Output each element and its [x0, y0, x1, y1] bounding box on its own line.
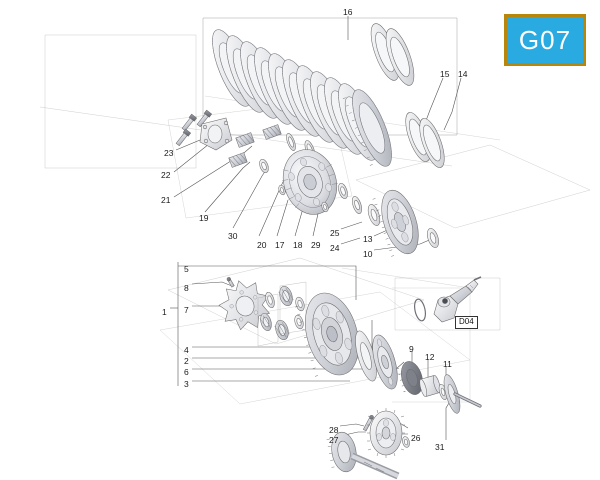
basket-flange	[372, 334, 398, 390]
callout-number-21[interactable]: 21	[161, 195, 171, 205]
callout-number-25[interactable]: 25	[330, 228, 340, 238]
callout-number-4[interactable]: 4	[184, 345, 189, 355]
callout-number-30[interactable]: 30	[228, 231, 238, 241]
callout-number-14[interactable]: 14	[458, 69, 468, 79]
callout-number-26[interactable]: 26	[411, 433, 421, 443]
callout-number-13[interactable]: 13	[363, 234, 373, 244]
callout-number-20[interactable]: 20	[257, 240, 267, 250]
reference-box-d04[interactable]: D04	[455, 316, 478, 329]
callout-number-12[interactable]: 12	[425, 352, 435, 362]
page-code-badge: G07	[504, 14, 586, 66]
callout-number-2[interactable]: 2	[184, 356, 189, 366]
clutch-plate-stack-group	[212, 29, 392, 167]
primary-drive-gear	[372, 189, 419, 257]
callout-number-23[interactable]: 23	[164, 148, 174, 158]
flange-plate	[199, 117, 233, 151]
spider-plate	[218, 280, 270, 331]
output-shaft-group	[396, 361, 482, 414]
callout-number-29[interactable]: 29	[311, 240, 321, 250]
callout-number-31[interactable]: 31	[435, 442, 445, 452]
callout-number-28[interactable]: 28	[329, 425, 339, 435]
clutch-basket	[295, 292, 359, 377]
callout-number-9[interactable]: 9	[409, 344, 414, 354]
callout-number-27[interactable]: 27	[329, 435, 339, 445]
callout-number-18[interactable]: 18	[293, 240, 303, 250]
callout-number-1[interactable]: 1	[162, 307, 167, 317]
callout-number-3[interactable]: 3	[184, 379, 189, 389]
bolt-pair	[175, 109, 213, 147]
clutch-hub	[282, 149, 338, 215]
bearing-cluster	[257, 281, 307, 347]
callout-number-5[interactable]: 5	[184, 264, 189, 274]
callout-number-15[interactable]: 15	[440, 69, 450, 79]
callout-number-7[interactable]: 7	[184, 305, 189, 315]
d04-subassembly	[414, 276, 482, 323]
spring-set	[228, 124, 282, 168]
oil-pump-gear-group	[326, 408, 410, 480]
callout-number-24[interactable]: 24	[330, 243, 340, 253]
callout-number-22[interactable]: 22	[161, 170, 171, 180]
callout-number-8[interactable]: 8	[184, 283, 189, 293]
oil-pump-driven-gear	[367, 408, 405, 458]
pressure-ring-pair-top	[370, 23, 415, 86]
callout-number-6[interactable]: 6	[184, 367, 189, 377]
callout-number-17[interactable]: 17	[275, 240, 285, 250]
callout-number-11[interactable]: 11	[443, 359, 452, 369]
pump-drive-shaft	[326, 431, 400, 480]
clutch-basket-group	[218, 277, 398, 390]
hub-detail-group	[175, 109, 348, 215]
callout-number-19[interactable]: 19	[199, 213, 209, 223]
callout-number-10[interactable]: 10	[363, 249, 373, 259]
pressure-ring-pair-callout-15-14	[405, 112, 445, 168]
primary-drive-gear-group	[352, 189, 439, 257]
page-code-label: G07	[518, 24, 572, 55]
reference-box-label: D04	[459, 317, 474, 326]
callout-number-16[interactable]: 16	[343, 7, 353, 17]
